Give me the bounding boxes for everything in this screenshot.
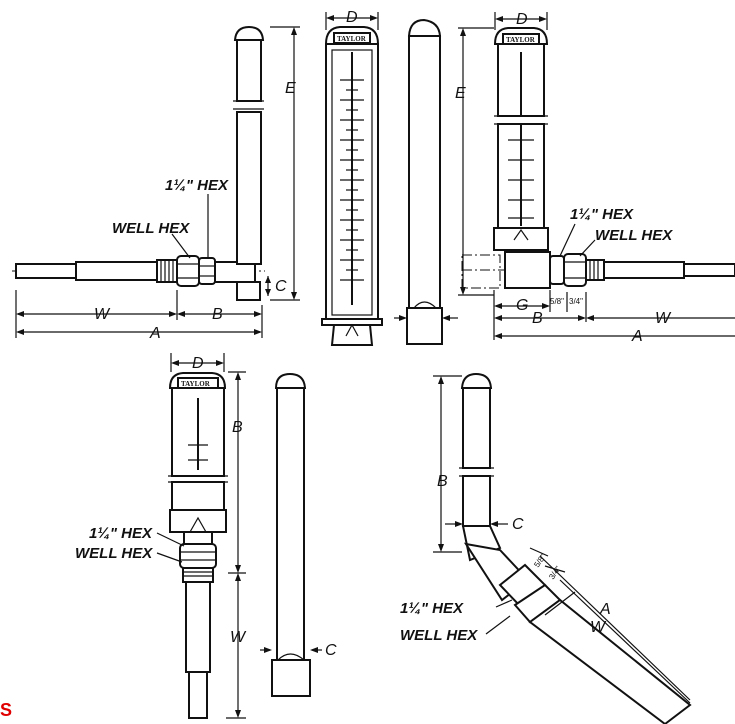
dim-c-6: C <box>325 642 337 659</box>
dim-d-2: D <box>346 9 358 26</box>
dim-w-7: W <box>590 619 607 636</box>
brand-label-5: TAYLOR <box>181 380 211 388</box>
dim-e-4: E <box>455 85 466 102</box>
dim-b-7: B <box>437 473 448 490</box>
hex-label-1: 1¼" HEX <box>165 177 229 194</box>
dim-c-7: C <box>512 516 524 533</box>
dim-d-5: D <box>192 355 204 372</box>
well-hex-label-5: WELL HEX <box>75 545 153 562</box>
dim-b-5: B <box>232 419 243 436</box>
well-hex-label-4: WELL HEX <box>595 227 673 244</box>
dim-c-1: C <box>275 278 287 295</box>
dim-b-4: B <box>532 310 543 327</box>
dim-w-4: W <box>655 310 672 327</box>
dim-a-7: A <box>599 601 611 618</box>
hex-label-7: 1¼" HEX <box>400 600 464 617</box>
hex-label-4: 1¼" HEX <box>570 206 634 223</box>
view-straight-form <box>156 353 246 719</box>
view-right-angle-side <box>12 25 300 338</box>
dim-five-eighths: 5/8" <box>550 297 564 306</box>
scale-ticks <box>340 79 364 281</box>
corner-fragment-text: S <box>0 700 13 720</box>
view-front-face <box>321 12 383 346</box>
well-hex-label-7: WELL HEX <box>400 627 478 644</box>
dim-b-1: B <box>212 306 223 323</box>
hex-label-5: 1¼" HEX <box>89 525 153 542</box>
view-angled-form <box>433 372 692 724</box>
view-straight-side <box>260 372 322 697</box>
well-hex-label-1: WELL HEX <box>112 220 190 237</box>
dim-three-quarters: 3/4" <box>569 297 583 306</box>
dim-d-4: D <box>516 11 528 28</box>
dim-g-4: G <box>516 297 528 314</box>
brand-label-2: TAYLOR <box>337 35 367 43</box>
dim-w-1: W <box>94 306 111 323</box>
dim-a-4: A <box>631 328 643 345</box>
dim-e-1: E <box>285 80 296 97</box>
view-back-connection <box>458 12 735 340</box>
view-side-narrow <box>394 18 458 345</box>
dim-a-1: A <box>149 325 161 342</box>
brand-label-4: TAYLOR <box>506 36 536 44</box>
dim-w-5: W <box>230 629 247 646</box>
